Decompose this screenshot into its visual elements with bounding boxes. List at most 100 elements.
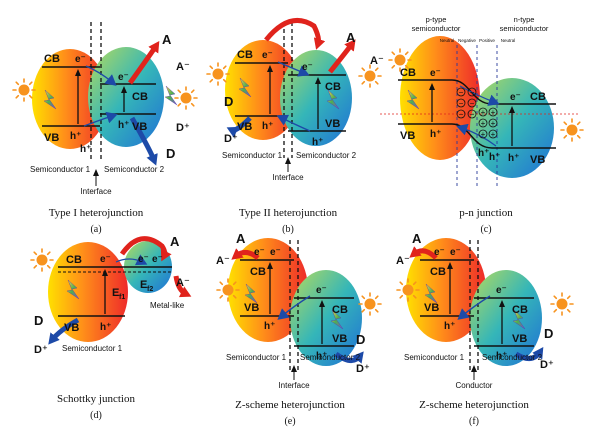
svg-text:Semiconductor 2: Semiconductor 2	[482, 353, 543, 362]
svg-text:e⁻: e⁻	[510, 92, 521, 103]
sun-icon	[12, 78, 36, 102]
svg-text:e⁻: e⁻	[316, 285, 327, 296]
svg-text:VB: VB	[332, 333, 347, 345]
svg-text:Semiconductor 1: Semiconductor 1	[222, 151, 283, 160]
depletion-positive-charges: + + + + + +	[478, 107, 498, 139]
svg-text:CB: CB	[332, 304, 348, 316]
svg-text:CB: CB	[44, 53, 60, 65]
svg-text:e⁻: e⁻	[450, 247, 461, 258]
svg-text:Semiconductor 2: Semiconductor 2	[300, 353, 361, 362]
svg-text:A⁻: A⁻	[176, 61, 190, 73]
svg-text:−: −	[470, 99, 475, 108]
svg-text:f1: f1	[119, 294, 125, 301]
svg-text:A⁻: A⁻	[396, 255, 410, 267]
svg-text:Conductor: Conductor	[456, 381, 493, 390]
svg-text:Neutral: Neutral	[440, 38, 455, 43]
svg-text:D: D	[356, 332, 365, 347]
svg-text:h⁺: h⁺	[118, 120, 129, 131]
svg-text:E: E	[112, 287, 119, 299]
svg-text:h⁺: h⁺	[478, 148, 489, 159]
svg-text:Interface: Interface	[80, 187, 112, 196]
svg-text:Semiconductor 1: Semiconductor 1	[226, 353, 287, 362]
svg-text:+: +	[491, 108, 496, 117]
depletion-negative-charges: − − − − − −	[456, 87, 477, 119]
svg-text:Z-scheme heterojunction: Z-scheme heterojunction	[235, 399, 345, 411]
svg-text:e⁻: e⁻	[118, 72, 129, 83]
svg-text:−: −	[459, 99, 464, 108]
svg-text:Z-scheme heterojunction: Z-scheme heterojunction	[419, 399, 529, 411]
svg-text:VB: VB	[237, 121, 252, 133]
svg-text:h⁺: h⁺	[100, 322, 111, 333]
svg-text:e⁻: e⁻	[152, 254, 163, 265]
svg-text:h⁺: h⁺	[264, 321, 275, 332]
svg-text:h⁺: h⁺	[496, 351, 507, 362]
svg-text:h⁺: h⁺	[430, 129, 441, 140]
sun-icon	[560, 118, 584, 142]
panel-type-i: CB VB CB VB e⁻ e⁻ h⁺ h⁺ h⁺ A A⁻ D⁺ D Sem…	[12, 22, 198, 235]
sun-icon	[396, 278, 420, 302]
sun-icon	[358, 292, 382, 316]
svg-text:CB: CB	[325, 81, 341, 93]
svg-text:−: −	[459, 110, 464, 119]
svg-text:D⁺: D⁺	[34, 344, 48, 356]
svg-text:p-type: p-type	[426, 15, 447, 24]
svg-text:VB: VB	[64, 322, 79, 334]
panel-z-scheme-interface: CB VB CB VB e⁻ e⁻ e⁻ h⁺ h⁺ A A⁻ D D⁺ Sem…	[216, 231, 382, 427]
svg-text:n-type: n-type	[514, 15, 535, 24]
svg-text:D⁺: D⁺	[224, 133, 238, 145]
svg-text:D⁺: D⁺	[176, 122, 190, 134]
svg-text:e⁻: e⁻	[302, 62, 313, 73]
panel-pn-junction: − − − − − − + + + + + + p-type semicondu…	[380, 15, 584, 235]
svg-text:VB: VB	[424, 302, 439, 314]
svg-text:f2: f2	[147, 286, 153, 293]
svg-text:+: +	[481, 108, 486, 117]
svg-text:(b): (b)	[282, 224, 294, 235]
svg-text:h⁺: h⁺	[312, 137, 323, 148]
svg-text:e⁻: e⁻	[254, 247, 265, 258]
svg-text:Schottky junction: Schottky junction	[57, 393, 135, 405]
svg-text:h⁺: h⁺	[70, 131, 81, 142]
svg-text:+: +	[481, 130, 486, 139]
svg-text:VB: VB	[400, 130, 415, 142]
svg-text:CB: CB	[66, 254, 82, 266]
svg-text:−: −	[470, 110, 475, 119]
svg-text:VB: VB	[244, 302, 259, 314]
svg-text:e⁻: e⁻	[262, 50, 273, 61]
panel-z-scheme-conductor: CB VB CB VB e⁻ e⁻ e⁻ h⁺ h⁺ A A⁻ D D⁺ Sem…	[396, 231, 574, 427]
lightning-bolt-icon	[164, 85, 178, 106]
svg-text:D: D	[224, 94, 233, 109]
svg-text:semiconductor: semiconductor	[500, 24, 549, 33]
svg-text:e⁻: e⁻	[100, 254, 111, 265]
svg-text:Positive: Positive	[479, 38, 495, 43]
svg-text:Semiconductor 1: Semiconductor 1	[404, 353, 465, 362]
svg-text:e⁻: e⁻	[75, 54, 86, 65]
svg-text:VB: VB	[512, 333, 527, 345]
svg-text:CB: CB	[512, 304, 528, 316]
svg-text:h⁺: h⁺	[316, 351, 327, 362]
svg-text:(e): (e)	[284, 416, 295, 427]
svg-text:e⁻: e⁻	[496, 285, 507, 296]
svg-text:CB: CB	[400, 67, 416, 79]
svg-text:Negative: Negative	[458, 38, 476, 43]
svg-text:CB: CB	[530, 91, 546, 103]
svg-text:+: +	[491, 119, 496, 128]
svg-text:D⁺: D⁺	[540, 359, 554, 371]
svg-text:−: −	[470, 88, 475, 97]
svg-text:A⁻: A⁻	[370, 55, 384, 67]
svg-text:Semiconductor 1: Semiconductor 1	[62, 344, 123, 353]
svg-text:A: A	[170, 234, 180, 249]
svg-text:A: A	[236, 231, 246, 246]
panel-type-ii: CB VB CB VB e⁻ e⁻ h⁺ h⁺ A A⁻ D D⁺ Semico…	[206, 17, 384, 235]
svg-text:e⁻: e⁻	[270, 247, 281, 258]
svg-text:Metal-like: Metal-like	[150, 301, 185, 310]
svg-text:Semiconductor 2: Semiconductor 2	[104, 165, 165, 174]
svg-text:A⁻: A⁻	[176, 277, 190, 289]
svg-text:h⁺: h⁺	[489, 152, 500, 163]
svg-text:semiconductor: semiconductor	[412, 24, 461, 33]
svg-text:A: A	[162, 32, 172, 47]
svg-text:h⁺: h⁺	[262, 121, 273, 132]
svg-text:A: A	[412, 231, 422, 246]
svg-text:+: +	[481, 119, 486, 128]
svg-text:h⁺: h⁺	[508, 153, 519, 164]
